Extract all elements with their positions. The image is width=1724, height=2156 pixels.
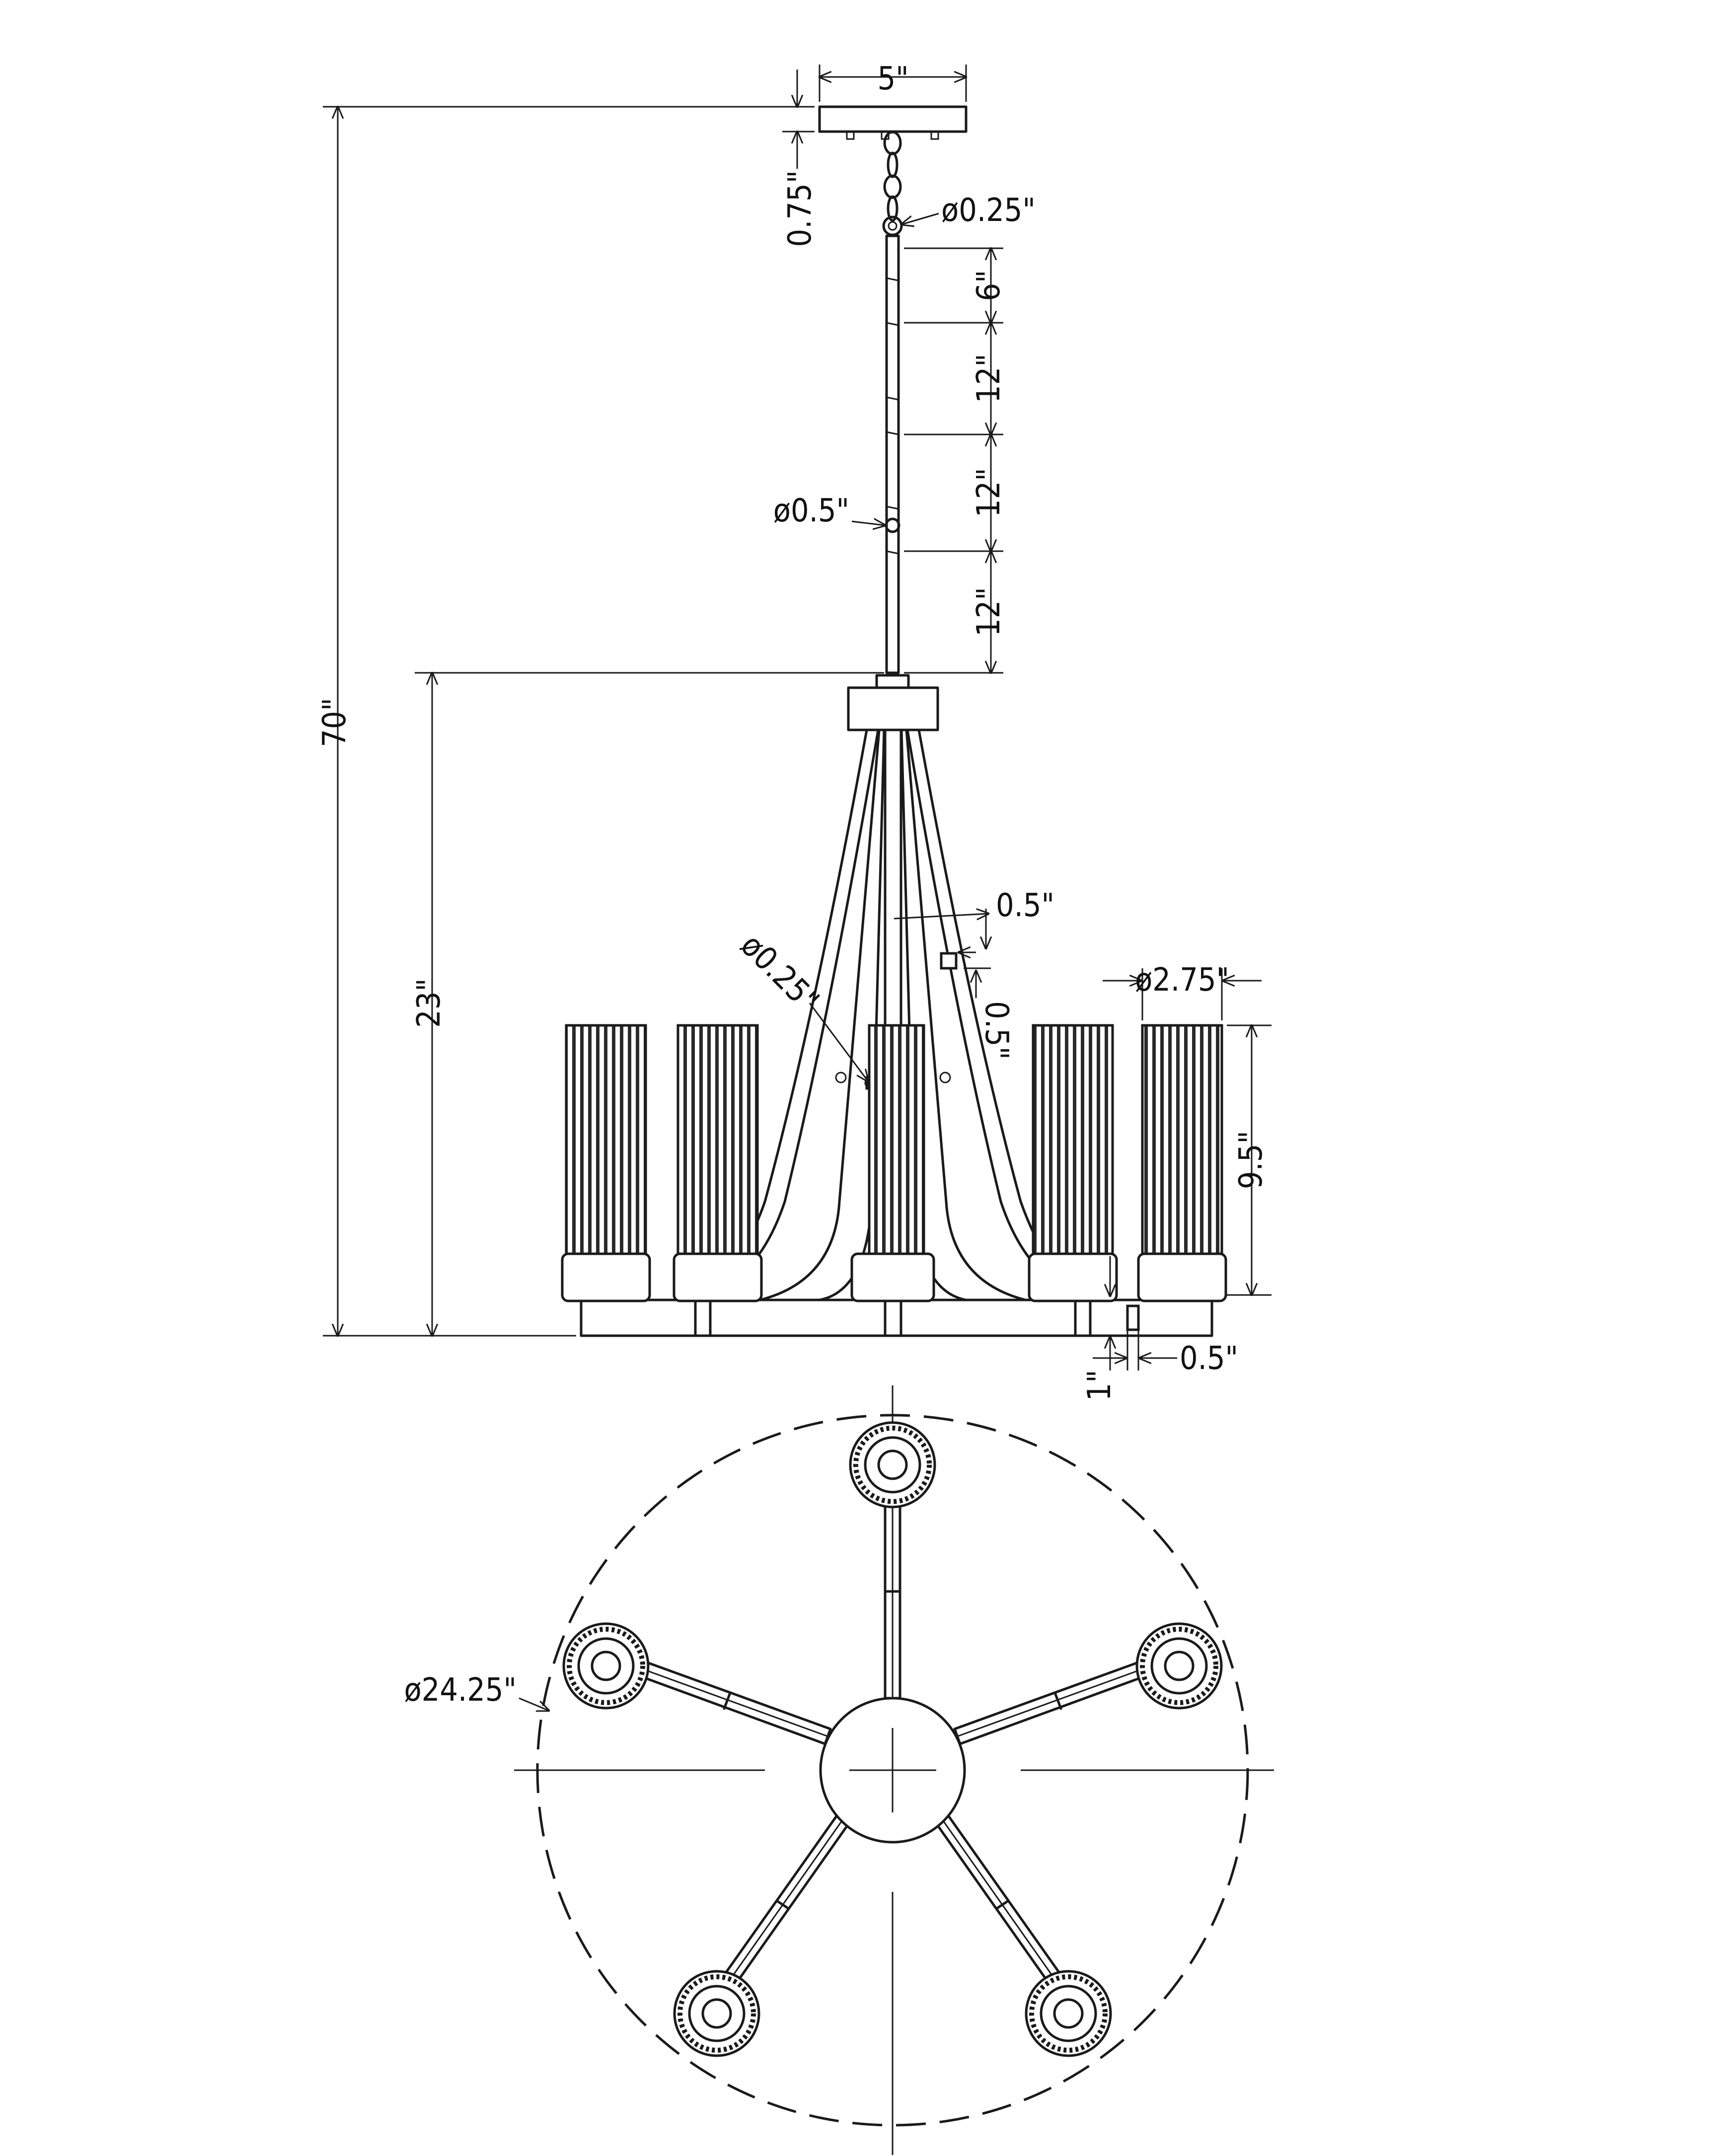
canopy-width-label: 5"	[877, 61, 908, 97]
rod-diameter-label: ø0.5"	[773, 493, 849, 529]
elevation-view: 5" 0.75" ø0.25" 6" 12" 12" 12" ø0.5" 70"…	[316, 61, 1272, 1401]
plan-lamp-left	[562, 1622, 650, 1710]
plan-center-hub	[819, 1697, 966, 1844]
shade-4	[1028, 1024, 1118, 1302]
base-ring	[580, 1298, 1213, 1337]
shade-diameter-label: ø2.75"	[1135, 962, 1229, 999]
arm-spacing-label: 0.5"	[978, 1001, 1015, 1060]
overall-diameter-label: ø24.25"	[404, 1672, 517, 1709]
plan-lamp-top	[849, 1421, 936, 1509]
overall-height-label: 70"	[316, 698, 353, 747]
chain	[882, 131, 903, 236]
plan-lamp-bottom-left	[673, 1970, 760, 2057]
shade-1	[561, 1024, 651, 1302]
cup-width-label: 0.5"	[1180, 1340, 1238, 1377]
shade-5	[1137, 1024, 1227, 1302]
pin-diameter-label: ø0.25"	[734, 927, 826, 1020]
cup-height-label: 1"	[1081, 1369, 1118, 1401]
body-height-label: 23"	[411, 978, 448, 1028]
arm-thickness-label: 0.5"	[996, 887, 1054, 924]
chain-link-2-label: 12"	[971, 354, 1007, 403]
plan-lamp-right	[1135, 1622, 1223, 1710]
chain-link-4-label: 12"	[971, 587, 1007, 637]
plan-lamp-bottom-right	[1025, 1970, 1112, 2057]
canopy	[818, 105, 968, 140]
dimension-lines	[323, 65, 1272, 1370]
body-hub	[847, 674, 939, 731]
shade-2	[673, 1024, 763, 1302]
loop-diameter-label: ø0.25"	[941, 192, 1036, 229]
canopy-height-label: 0.75"	[782, 170, 819, 247]
shade-height-label: 9.5"	[1233, 1131, 1270, 1189]
rod	[885, 234, 900, 674]
chain-link-1-label: 6"	[971, 270, 1007, 301]
chain-link-3-label: 12"	[971, 468, 1007, 517]
plan-view: ø24.25"	[404, 1385, 1274, 2155]
dimension-labels: 5" 0.75" ø0.25" 6" 12" 12" 12" ø0.5" 70"…	[316, 61, 1270, 1401]
shade-3-rear	[850, 1024, 935, 1302]
